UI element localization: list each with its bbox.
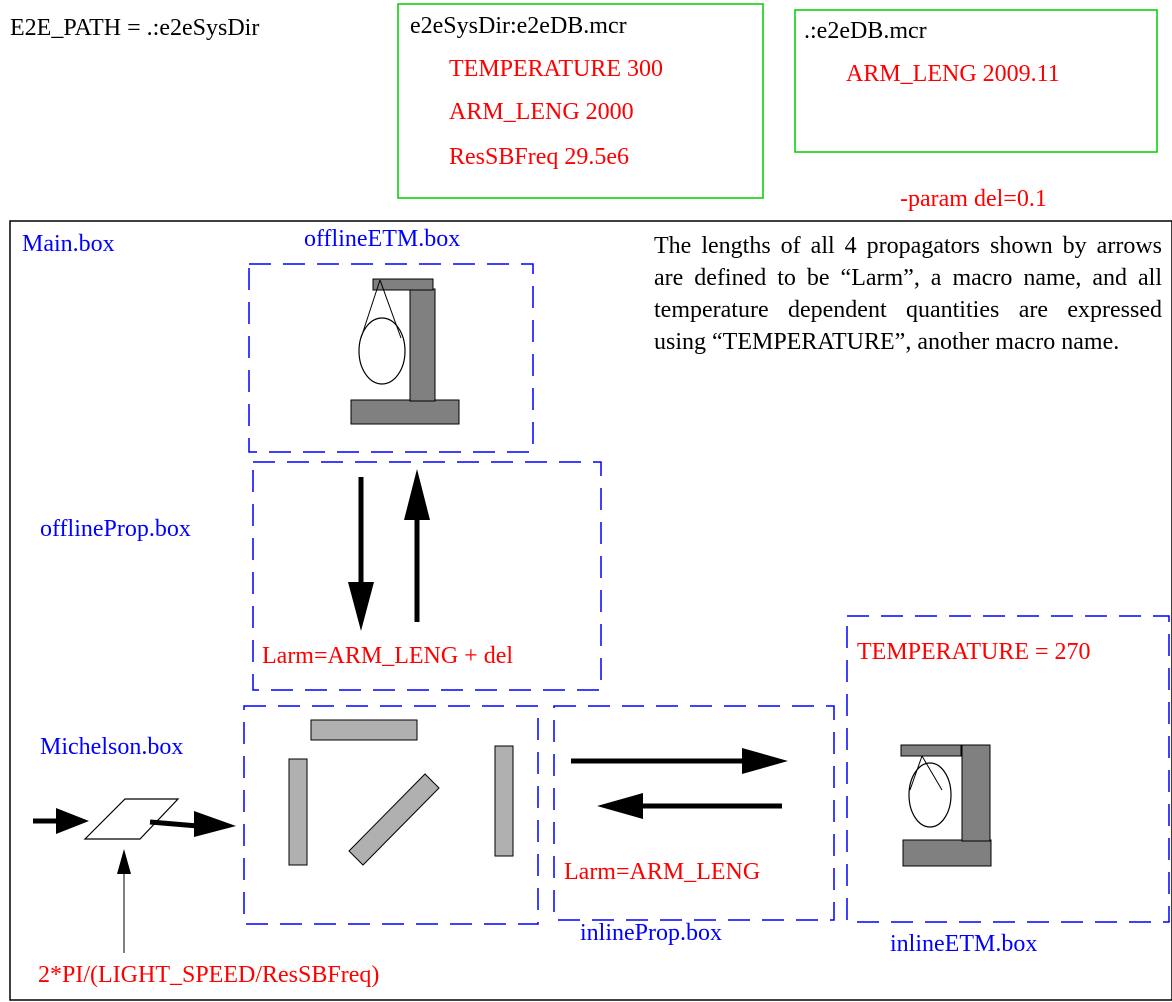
explanatory-note: The lengths of all 4 propagators shown b… [654,233,1162,355]
inline-etm-box-label: inlineETM.box [890,931,1038,957]
inline-larm-label: Larm=ARM_LENG [564,859,761,885]
inline-etm-mirror-icon [900,744,992,867]
offline-etm-box-label: offlineETM.box [304,226,461,252]
inline-prop-box [553,705,835,921]
sys-macro-line: ResSBFreq 29.5e6 [449,144,629,170]
sys-macro-line: ARM_LENG 2000 [449,99,634,125]
offline-etm-box [248,263,534,453]
e2e-path-label: E2E_PATH = .:e2eSysDir [10,15,260,41]
phase-modulator-icon [33,798,236,953]
michelson-optics-icon [288,719,514,866]
main-box-label: Main.box [22,231,115,257]
main-box-frame [9,220,1172,1001]
sys-macro-file-frame [397,3,764,199]
michelson-box [243,705,539,925]
offline-prop-box [252,461,602,691]
offline-prop-arrows [348,469,430,631]
offline-prop-box-label: offlineProp.box [40,516,191,542]
local-macro-file-frame [794,9,1158,153]
local-macro-filename: .:e2eDB.mcr [804,18,927,44]
temperature-override-label: TEMPERATURE = 270 [857,639,1091,665]
inline-etm-box [846,615,1170,923]
local-macro-line: ARM_LENG 2009.11 [846,61,1060,87]
offline-etm-mirror-icon [350,278,460,425]
inline-prop-box-label: inlineProp.box [580,920,722,946]
sys-macro-line: TEMPERATURE 300 [449,56,664,82]
offline-larm-label: Larm=ARM_LENG + del [262,643,514,669]
sys-macro-filename: e2eSysDir:e2eDB.mcr [410,13,627,39]
inline-prop-arrows [571,748,788,819]
phase-expression-label: 2*PI/(LIGHT_SPEED/ResSBFreq) [38,962,380,988]
michelson-box-label: Michelson.box [40,734,184,760]
param-option: -param del=0.1 [900,186,1047,212]
